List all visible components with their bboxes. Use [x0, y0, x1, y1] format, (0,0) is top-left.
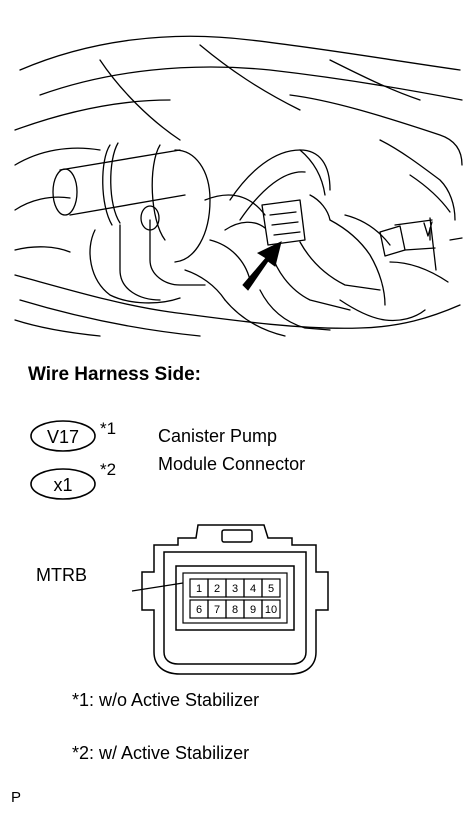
- pin-label: 2: [214, 583, 220, 595]
- pin-label: 10: [265, 604, 277, 616]
- connector-code-label: x1: [53, 475, 72, 495]
- footnote-2: *2: w/ Active Stabilizer: [72, 743, 250, 763]
- footnote-1: *1: w/o Active Stabilizer: [72, 690, 260, 710]
- pin-label: 5: [268, 583, 274, 595]
- pin-label: 4: [250, 583, 256, 595]
- pin-label: 8: [232, 604, 238, 616]
- connector-code-label: V17: [47, 427, 79, 447]
- connector-description-line-2: Module Connector: [158, 454, 306, 474]
- connector-face-diagram: [131, 524, 329, 675]
- pin-label: 3: [232, 583, 238, 595]
- pin-label: 1: [196, 583, 202, 595]
- arrow-icon: [242, 241, 282, 291]
- connector-code-v17: V17: [30, 420, 96, 452]
- wire-harness-heading: Wire Harness Side:: [28, 364, 202, 385]
- connector-description-line-1: Canister Pump: [158, 426, 278, 446]
- note-ref-2: *2: [100, 460, 117, 479]
- connector-pin-labels: 1 2 3 4 5 6 7 8 9 10: [196, 583, 277, 616]
- note-ref-1: *1: [100, 419, 117, 438]
- pin-label: 7: [214, 604, 220, 616]
- pin-label: 6: [196, 604, 202, 616]
- pin-label: 9: [250, 604, 256, 616]
- terminal-label-mtrb: MTRB: [36, 565, 87, 585]
- corner-mark: P: [11, 789, 22, 806]
- connector-code-x1: x1: [30, 468, 96, 500]
